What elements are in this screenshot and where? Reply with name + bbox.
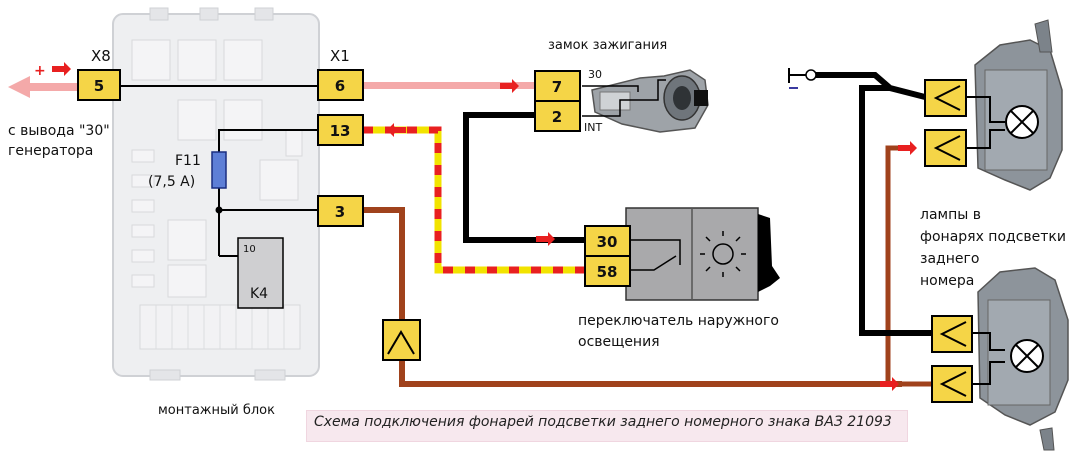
generator-feed-wire bbox=[8, 76, 80, 98]
fuse-f11 bbox=[211, 151, 227, 189]
connector-x8-label: X8 bbox=[91, 47, 111, 65]
lamp-connector-3 bbox=[931, 315, 973, 353]
pin-3: 3 bbox=[317, 195, 364, 227]
direction-arrows bbox=[52, 62, 917, 391]
connector-plug-icon bbox=[382, 319, 421, 361]
pin-13-label: 13 bbox=[330, 122, 351, 140]
switch-label-line2: освещения bbox=[578, 334, 660, 350]
lamps-label-line1: лампы в bbox=[920, 207, 981, 223]
internal-line-13-fuse bbox=[218, 129, 318, 152]
pin-13: 13 bbox=[317, 114, 364, 146]
brown-wire-lamp-link bbox=[885, 145, 900, 384]
switch-pin-30: 30 bbox=[584, 225, 631, 257]
connector-x1-label: X1 bbox=[330, 47, 350, 65]
light-switch bbox=[625, 207, 780, 301]
switch-pin-58: 58 bbox=[584, 255, 631, 287]
junction-dot bbox=[215, 206, 223, 214]
ignition-pin-7: 7 bbox=[534, 70, 581, 102]
ignition-term-int: INT bbox=[584, 121, 602, 134]
ignition-term-30: 30 bbox=[588, 68, 602, 81]
pink-wire-6-to-7 bbox=[363, 82, 535, 89]
relay-pin-label: 10 bbox=[243, 244, 256, 255]
pin-3-label: 3 bbox=[335, 203, 345, 221]
ground-wire bbox=[788, 68, 935, 336]
relay-k4 bbox=[237, 237, 284, 309]
switch-pin-58-label: 58 bbox=[597, 263, 618, 281]
brown-wire-3-to-lamp bbox=[363, 207, 902, 387]
lamps-label-line2: фонарях подсветки bbox=[920, 229, 1066, 245]
ignition-pin-2: 2 bbox=[534, 100, 581, 132]
lamp-housing-top bbox=[966, 19, 1063, 191]
pin-5-label: 5 bbox=[94, 77, 104, 95]
ignition-label: замок зажигания bbox=[548, 38, 667, 53]
lamp-housing-bottom bbox=[972, 267, 1069, 451]
lamps-label-line4: номера bbox=[920, 273, 974, 289]
generator-label-line1: с вывода "30" bbox=[8, 123, 110, 139]
lamps-label-line3: заднего bbox=[920, 251, 979, 267]
pin-2-label: 2 bbox=[552, 108, 562, 126]
pin-x1-6: 6 bbox=[317, 69, 364, 101]
headlight-icon bbox=[700, 231, 746, 277]
yellow-red-wire-13-to-58 bbox=[363, 126, 585, 274]
pin-x8-5: 5 bbox=[77, 69, 121, 101]
pin-7-label: 7 bbox=[552, 78, 562, 96]
black-wire-2-to-30 bbox=[463, 112, 585, 243]
fuse-rating: (7,5 A) bbox=[148, 174, 195, 190]
lamp-connector-4 bbox=[931, 365, 973, 403]
generator-label-line2: генератора bbox=[8, 143, 93, 159]
relay-name: K4 bbox=[250, 286, 268, 302]
mounting-block bbox=[112, 7, 320, 381]
lamp-connector-2 bbox=[924, 129, 967, 167]
lamp-connector-1 bbox=[924, 79, 967, 117]
generator-plus-sign: + bbox=[34, 63, 46, 79]
switch-pin-30-label: 30 bbox=[597, 233, 618, 251]
switch-label-line1: переключатель наружного bbox=[578, 313, 779, 329]
ignition-lock-icon bbox=[582, 69, 709, 133]
diagram-caption: Схема подключения фонарей подсветки задн… bbox=[314, 414, 892, 430]
caption-background bbox=[306, 410, 908, 442]
pin-6-label: 6 bbox=[335, 77, 345, 95]
mounting-block-label: монтажный блок bbox=[158, 403, 275, 418]
fuse-name: F11 bbox=[175, 153, 201, 169]
